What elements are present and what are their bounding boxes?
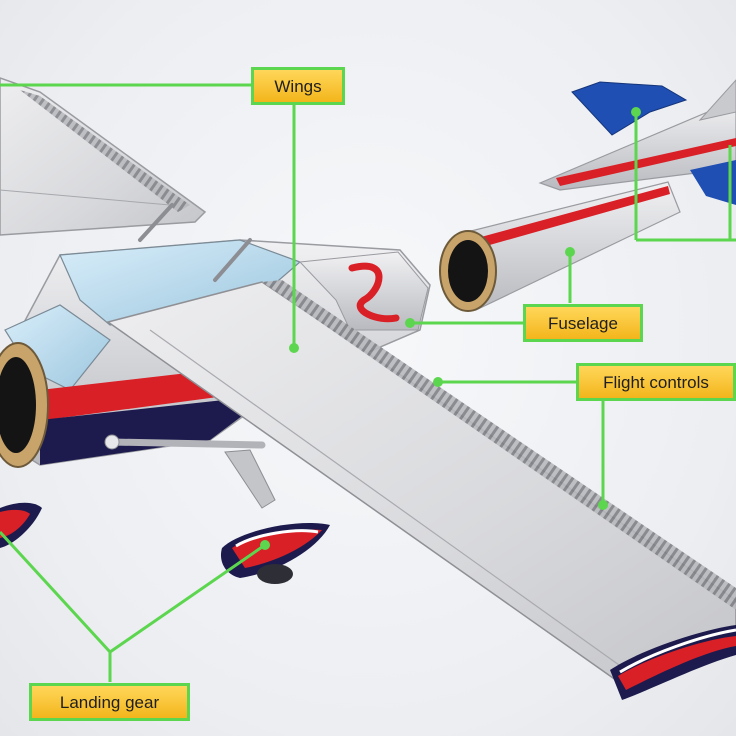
left-wing	[0, 77, 207, 242]
flight-controls-label: Flight controls	[576, 363, 736, 401]
fuselage-label: Fuselage	[523, 304, 643, 342]
fuselage-leader	[410, 252, 572, 325]
landing-gear-leader	[0, 530, 266, 682]
wing-strut	[104, 434, 266, 450]
wings-leader-dot	[289, 343, 299, 353]
leader-lines	[0, 83, 736, 682]
flight-controls-leader	[438, 112, 736, 505]
wings-leader	[0, 83, 296, 348]
landing-gear	[0, 449, 330, 584]
wings-label: Wings	[251, 67, 345, 105]
landing-gear-label: Landing gear	[29, 683, 190, 721]
tail-section	[538, 79, 736, 205]
rear-fuselage	[439, 181, 681, 312]
right-wing	[106, 280, 736, 700]
